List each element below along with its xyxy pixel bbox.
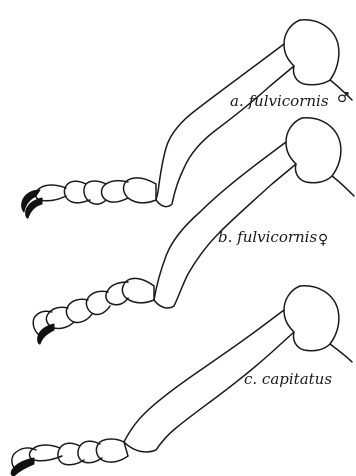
leg-b-tibia [154,142,286,300]
sex-symbol-a: ♂ [337,90,350,106]
leg-b-tarsus-2 [106,282,128,305]
leg-c-claw-2 [11,458,34,476]
leg-c-tibia-lower [124,332,294,452]
leg-a-femur [300,20,352,100]
leg-b-claw-2 [38,324,54,344]
label-c: c. capitatus [244,370,332,388]
label-b: b. fulvicornis [218,228,317,246]
leg-drawing-a [22,20,352,218]
leg-c-tarsus-3 [58,443,84,465]
leg-a-tarsus-4 [64,181,90,203]
sex-symbol-b: ♀ [318,232,328,248]
label-a: a. fulvicornis [230,92,329,110]
leg-a-tibia-lower [156,66,294,207]
leg-b-tarsus-4 [66,299,92,322]
leg-a-tibia [156,44,284,200]
leg-b-femur-inner [286,118,332,183]
leg-a-femur-inner [284,20,330,85]
leg-b-femur [302,118,354,196]
leg-c-femur-inner [284,286,330,351]
